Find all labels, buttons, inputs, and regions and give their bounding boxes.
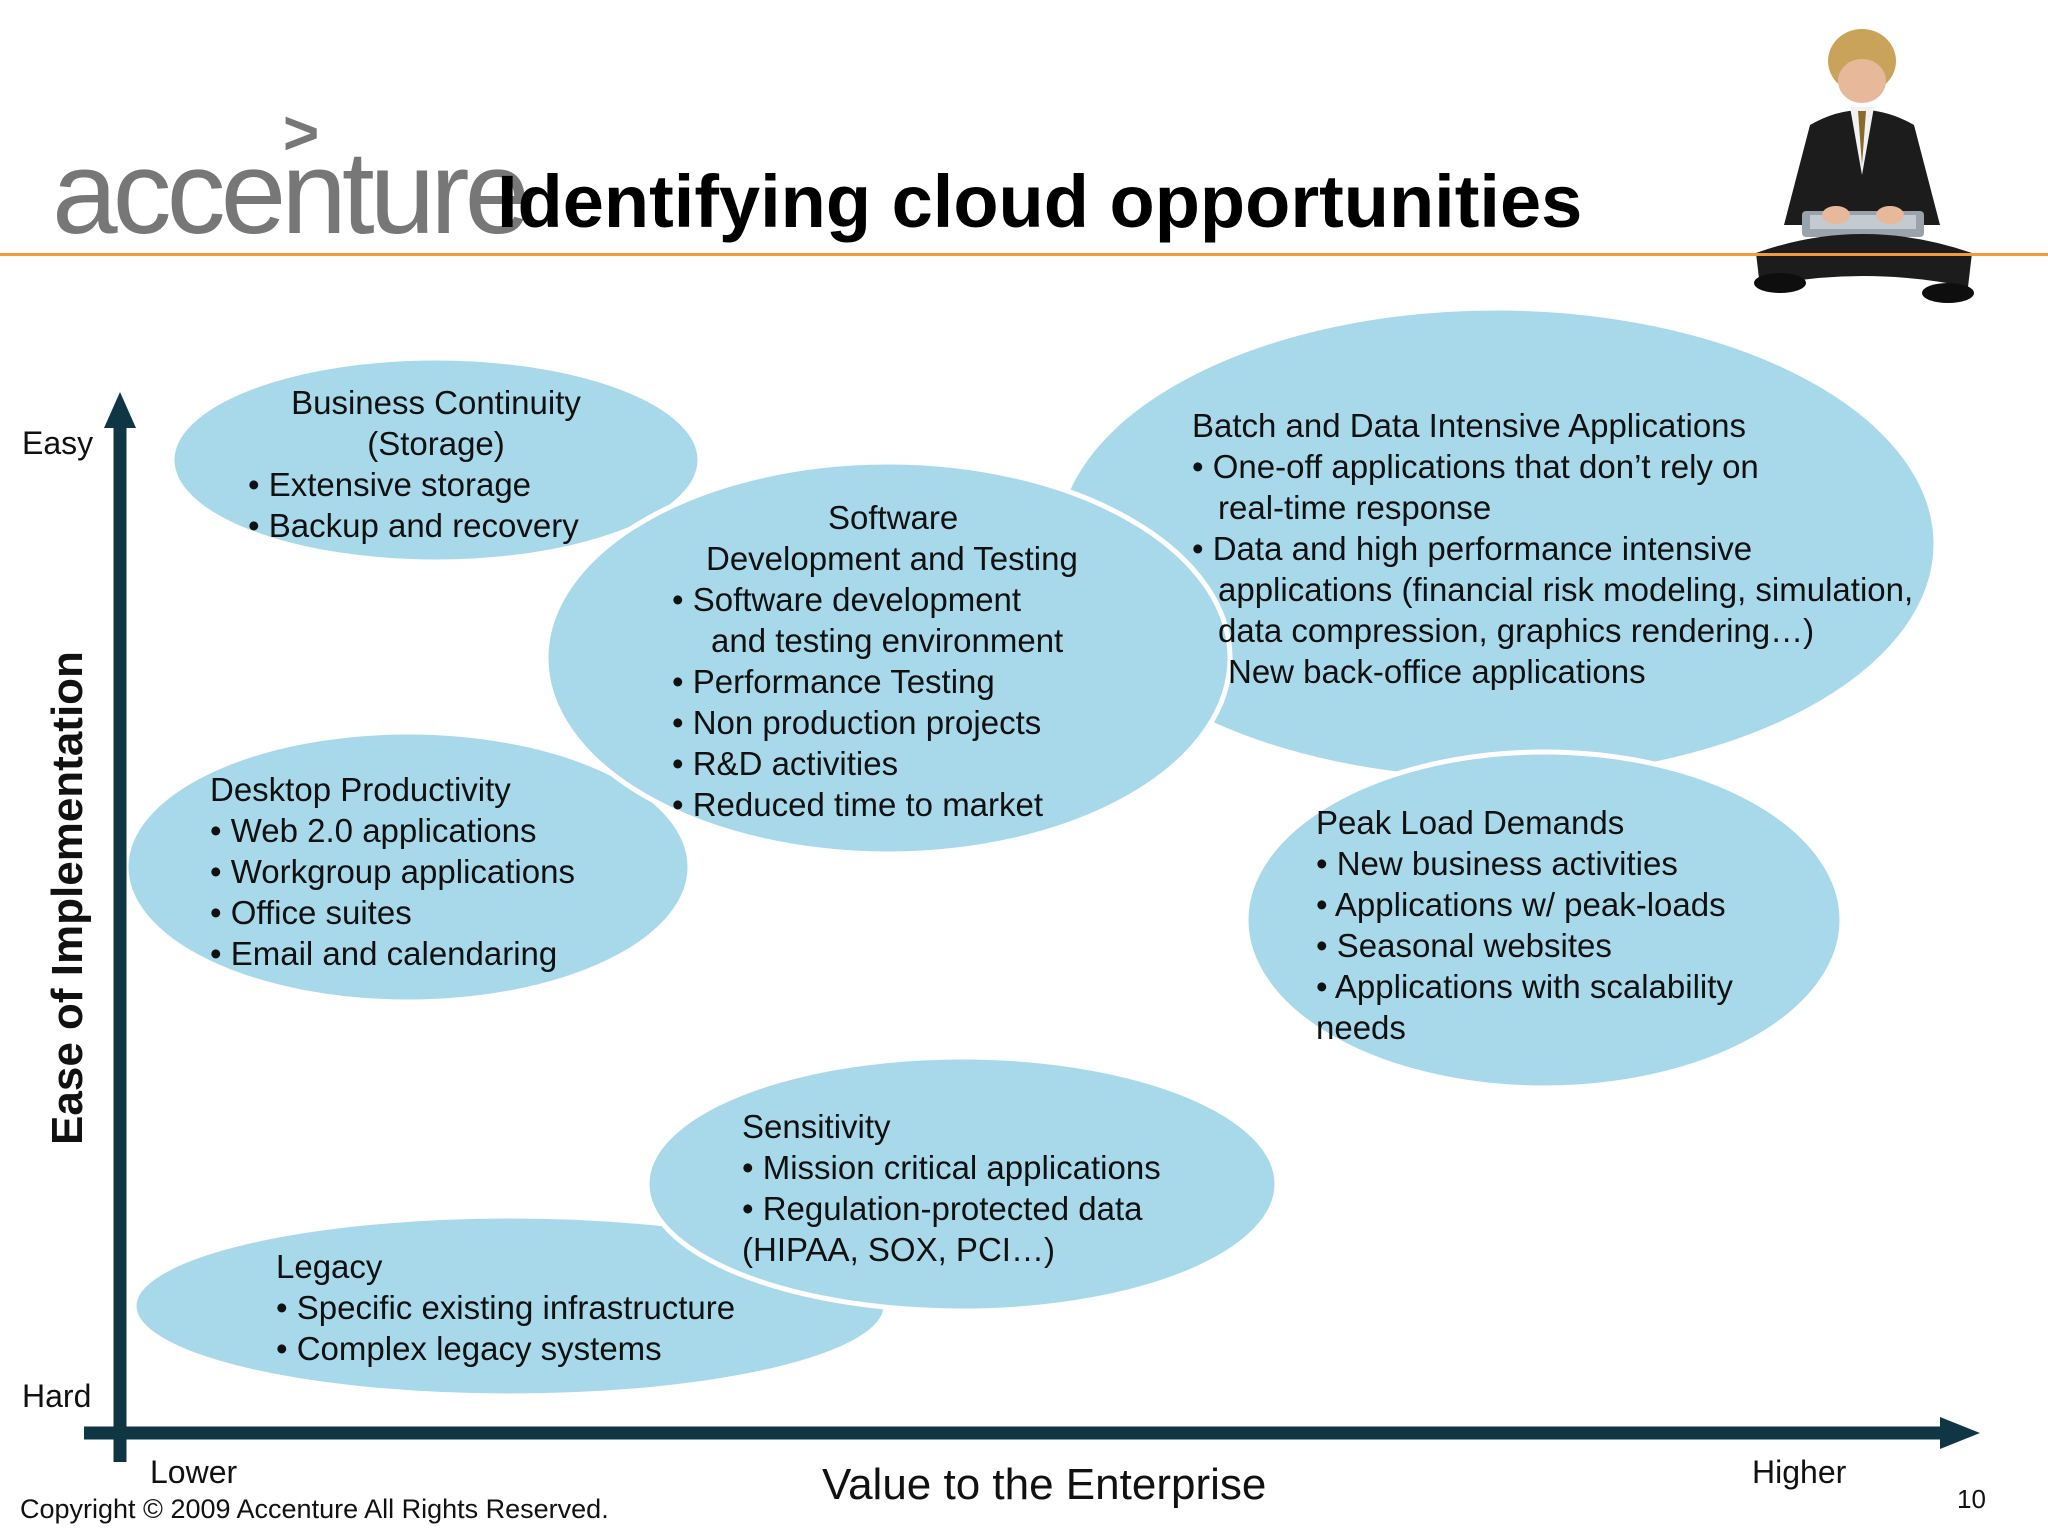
list-item: • Performance Testing (672, 663, 995, 700)
list-item: and testing environment (711, 622, 1064, 659)
photo-shoe-left (1754, 273, 1806, 293)
person-with-laptop-photo (1754, 29, 1974, 303)
list-item: • Office suites (210, 894, 412, 931)
x-axis-left-label: Lower (150, 1454, 238, 1490)
bubble-peak-load (1243, 749, 1845, 1091)
list-item: (HIPAA, SOX, PCI…) (742, 1231, 1055, 1268)
business-continuity-text: Business Continuity (Storage) (276, 382, 596, 464)
y-axis-title: Ease of Implementation (43, 651, 92, 1145)
photo-legs (1756, 234, 1972, 287)
batch-data-title: Batch and Data Intensive Applications (1192, 407, 1747, 444)
copyright-notice: Copyright © 2009 Accenture All Rights Re… (20, 1494, 609, 1524)
list-item: New back-office applications (1228, 653, 1646, 690)
photo-hand-right (1876, 206, 1904, 224)
business-continuity-title: Business Continuity (291, 384, 581, 421)
list-item: • R&D activities (672, 745, 899, 782)
bubble-sensitivity (644, 1054, 1280, 1314)
list-item: • Backup and recovery (248, 507, 579, 544)
list-item: • Mission critical applications (742, 1149, 1161, 1186)
y-axis-bottom-label: Hard (22, 1378, 92, 1414)
list-item: • Web 2.0 applications (210, 812, 537, 849)
list-item: • Workgroup applications (210, 853, 575, 890)
business-continuity-bullets: • Extensive storage • Backup and recover… (248, 464, 579, 546)
y-axis-arrowhead (104, 392, 136, 428)
header-divider (0, 253, 2048, 256)
software-dev-subtitle: Development and Testing (706, 540, 1078, 577)
sensitivity-text: Sensitivity • Mission critical applicati… (742, 1106, 1161, 1270)
list-item: • Non production projects (672, 704, 1042, 741)
batch-data-text: Batch and Data Intensive Applications • … (1192, 405, 1913, 692)
page-number: 10 (1957, 1484, 1986, 1514)
y-axis-top-label: Easy (22, 425, 94, 461)
bubble-software-dev (543, 459, 1233, 857)
list-item: • Software development (672, 581, 1022, 618)
bubble-business-continuity (169, 355, 703, 565)
software-dev-title: Software (828, 499, 959, 536)
x-axis-arrowhead (1940, 1417, 1980, 1449)
logo-chevron: > (283, 99, 320, 168)
photo-tie (1858, 111, 1866, 165)
business-continuity-subtitle: (Storage) (367, 425, 505, 462)
list-item: • One-off applications that don’t rely o… (1192, 448, 1759, 485)
page-title: Identifying cloud opportunities (497, 160, 1583, 243)
list-item: • Reduced time to market (672, 786, 1044, 823)
photo-hand-left (1822, 206, 1850, 224)
list-item: • Email and calendaring (210, 935, 558, 972)
legacy-text: Legacy • Specific existing infrastructur… (276, 1246, 735, 1369)
list-item: • Specific existing infrastructure (276, 1289, 736, 1326)
software-dev-text: Software Development and Testing (706, 497, 1078, 579)
x-axis-title: Value to the Enterprise (822, 1460, 1267, 1509)
accenture-logo: accenture (52, 127, 530, 259)
legacy-title: Legacy (276, 1248, 383, 1285)
list-item: real-time response (1218, 489, 1492, 526)
desktop-text: Desktop Productivity • Web 2.0 applicati… (210, 769, 575, 974)
list-item: • Complex legacy systems (276, 1330, 662, 1367)
photo-shoe-right (1922, 283, 1974, 303)
list-item: • Data and high performance intensive (1192, 530, 1753, 567)
list-item: applications (financial risk modeling, s… (1218, 571, 1914, 608)
software-dev-bullets: • Software development and testing envir… (672, 579, 1063, 825)
list-item: data compression, graphics rendering…) (1218, 612, 1815, 649)
peak-load-text: Peak Load Demands • New business activit… (1316, 802, 1733, 1048)
list-item: • Seasonal websites (1316, 927, 1612, 964)
sensitivity-title: Sensitivity (742, 1108, 891, 1145)
peak-load-title: Peak Load Demands (1316, 804, 1625, 841)
list-item: • Applications w/ peak-loads (1316, 886, 1726, 923)
list-item: • Extensive storage (248, 466, 532, 503)
x-axis-right-label: Higher (1752, 1454, 1847, 1490)
list-item: needs (1316, 1009, 1406, 1046)
photo-face (1838, 59, 1886, 103)
list-item: • Applications with scalability (1316, 968, 1733, 1005)
list-item: • Regulation-protected data (742, 1190, 1143, 1227)
list-item: • New business activities (1316, 845, 1678, 882)
desktop-title: Desktop Productivity (210, 771, 511, 808)
